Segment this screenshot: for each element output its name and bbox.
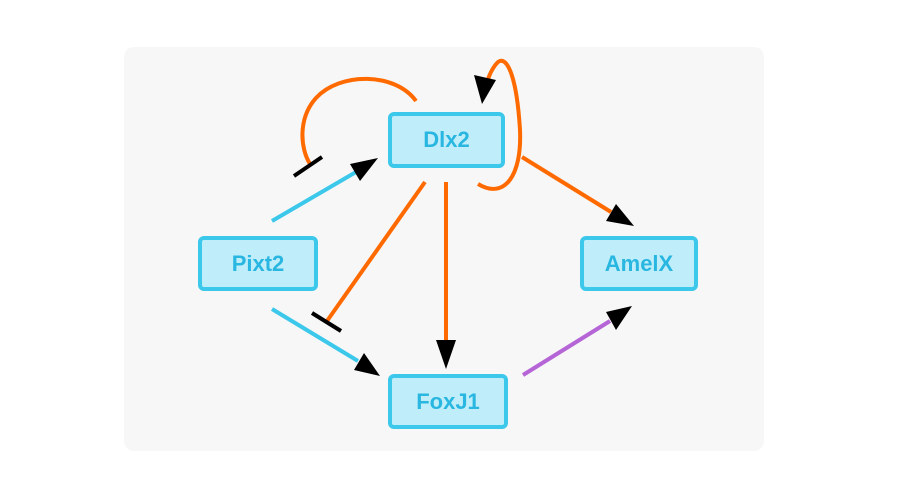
node-dlx2: Dlx2 xyxy=(388,112,505,168)
node-pixt2: Pixt2 xyxy=(198,236,318,291)
edge-dlx2-self-loop xyxy=(474,58,523,191)
edge-dlx2-inhibits-foxj1 xyxy=(310,180,427,333)
node-amelx-label: AmelX xyxy=(604,250,674,276)
node-foxj1: FoxJ1 xyxy=(388,374,508,429)
node-foxj1-label: FoxJ1 xyxy=(416,388,480,414)
edge-dlx2-to-amelx xyxy=(520,155,634,226)
edge-foxj1-to-amelx xyxy=(521,306,632,377)
edge-dlx2-to-foxj1 xyxy=(436,182,456,369)
node-pixt2-label: Pixt2 xyxy=(231,250,285,276)
edge-dlx2-inhibits-pixt2 xyxy=(292,76,418,178)
node-amelx: AmelX xyxy=(580,236,698,291)
node-dlx2-label: Dlx2 xyxy=(423,127,470,152)
edge-pixt2-to-dlx2 xyxy=(270,158,378,223)
edge-pixt2-to-foxj1 xyxy=(270,307,380,376)
